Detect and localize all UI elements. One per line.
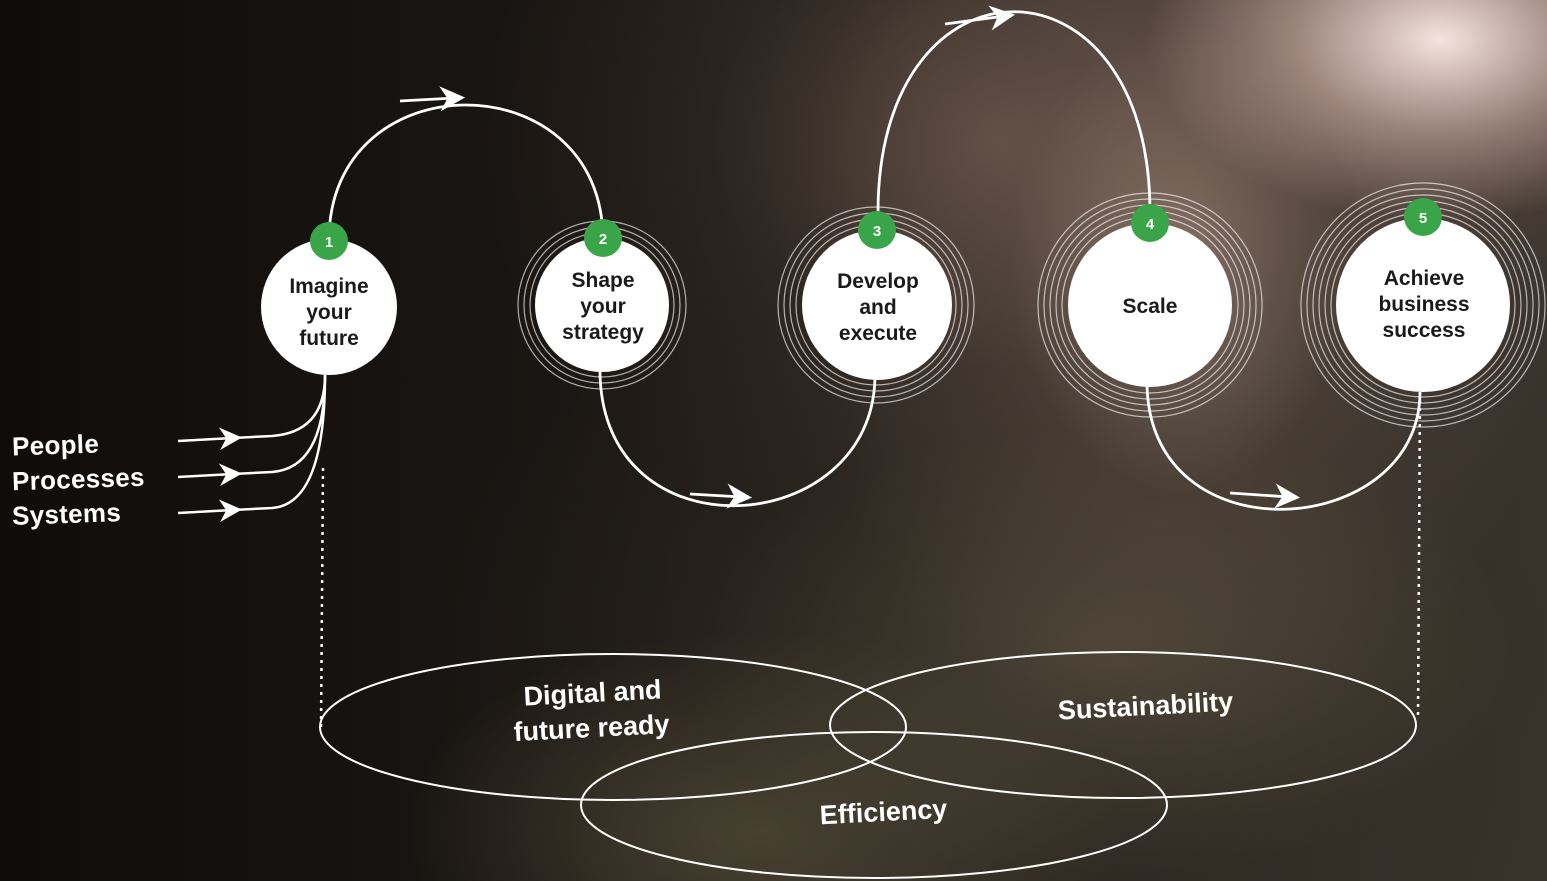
venn-ellipse-efficiency (580, 731, 1168, 879)
step-3-line-1: Develop (837, 270, 919, 293)
step-4-badge (1131, 204, 1169, 242)
input-arrow-people (177, 427, 242, 450)
dotted-connectors (319, 391, 1422, 729)
step-2-badge (584, 219, 622, 257)
step-4-line-1: Scale (1123, 295, 1178, 318)
step-1-node: Imagine your future 1 (261, 222, 397, 375)
venn-diagram (319, 651, 1417, 879)
input-arrow-systems (177, 499, 242, 522)
venn-label-digital-line-2: future ready (513, 709, 670, 747)
input-connector-processes (232, 374, 327, 476)
step-2-number: 2 (599, 231, 607, 248)
step-3-badge (858, 211, 896, 249)
step-3-line-3: execute (839, 322, 917, 345)
venn-label-sustainability: Sustainability (1057, 686, 1234, 725)
step-2-line-2: your (580, 295, 626, 318)
input-label-processes: Processes (11, 461, 146, 497)
step-3-number: 3 (873, 223, 881, 240)
flow-arrow-top-2 (944, 5, 1015, 31)
flow-arrow-bottom-2 (1229, 483, 1301, 509)
venn-label-digital-line-1: Digital and (523, 674, 662, 711)
input-label-people: People (11, 428, 100, 462)
step-5-line-3: success (1383, 319, 1466, 342)
step-5-number: 5 (1419, 210, 1427, 227)
step-5-node: Achieve business success 5 (1336, 198, 1510, 392)
venn-ellipse-sustainability (829, 651, 1417, 799)
step-5-badge (1404, 198, 1442, 236)
step-2-node: Shape your strategy 2 (535, 219, 669, 372)
flow-arrow-bottom-1 (689, 483, 753, 509)
flow-2-to-3 (598, 369, 877, 508)
step-2-line-1: Shape (571, 269, 634, 292)
input-arrow-processes (177, 463, 242, 486)
input-connector-systems (232, 374, 327, 512)
dotted-connector-left (319, 467, 325, 729)
step-3-line-2: and (859, 296, 896, 319)
step-1-badge (310, 222, 348, 260)
input-label-systems: Systems (11, 497, 122, 531)
step-1-line-3: future (299, 327, 359, 350)
step-1-line-1: Imagine (289, 275, 368, 298)
flow-arrow-top-1 (399, 86, 466, 112)
step-5-line-2: business (1378, 293, 1469, 316)
input-arrows (177, 374, 327, 522)
input-connector-people (232, 374, 327, 440)
flow-1-to-2 (327, 103, 605, 241)
venn-ellipse-digital (319, 653, 907, 801)
flow-4-to-5 (1145, 381, 1422, 511)
step-3-node: Develop and execute 3 (802, 211, 952, 380)
venn-label-efficiency: Efficiency (819, 794, 948, 831)
flow-path (327, 5, 1422, 511)
flow-3-to-4 (876, 10, 1152, 213)
step-4-number: 4 (1146, 216, 1155, 233)
dotted-connector-right (1416, 391, 1422, 719)
step-1-line-2: your (306, 301, 352, 324)
step-2-line-3: strategy (562, 321, 644, 344)
step-4-node: Scale 4 (1068, 204, 1232, 387)
step-5-line-1: Achieve (1384, 267, 1465, 290)
step-1-number: 1 (325, 234, 333, 251)
